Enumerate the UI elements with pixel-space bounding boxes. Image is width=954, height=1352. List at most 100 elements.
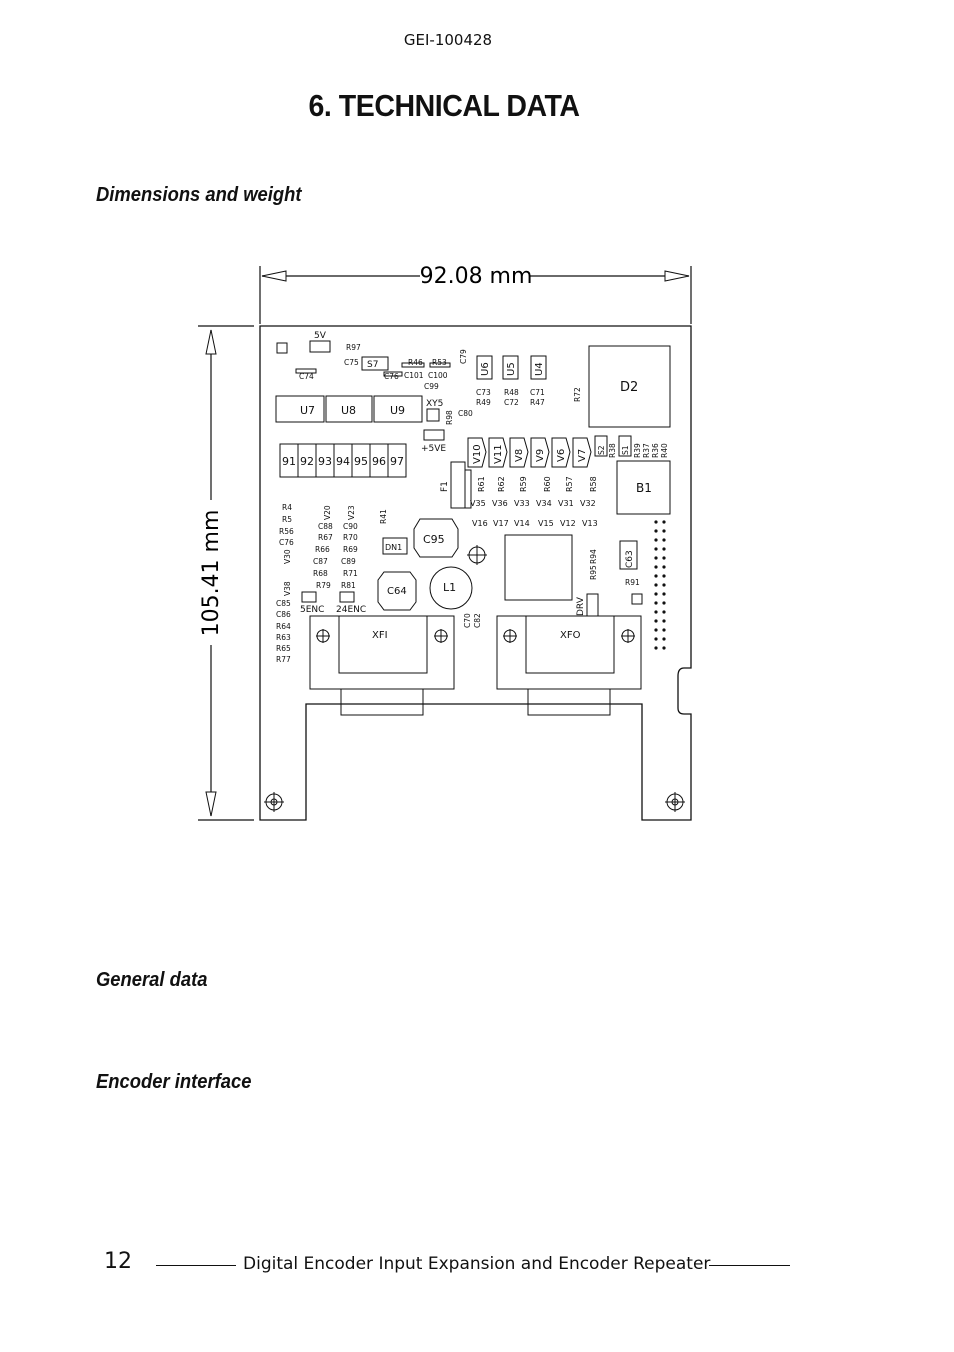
component-label: C85 [276, 599, 291, 608]
component-label: R95 [589, 565, 598, 580]
document-id: GEI-100428 [403, 31, 493, 49]
u4-label: U4 [534, 362, 545, 376]
page-title: 6. TECHNICAL DATA [308, 88, 580, 123]
arrow-up-icon [205, 329, 217, 355]
component-label: C74 [299, 372, 314, 381]
component-label: R48 [504, 388, 519, 397]
component-label: C86 [276, 610, 291, 619]
row-label: 93 [318, 455, 332, 468]
component-label: R39 [633, 443, 642, 458]
footer-title: Digital Encoder Input Expansion and Enco… [243, 1254, 711, 1274]
component-label: R77 [276, 655, 291, 664]
component-label: V31 [558, 499, 574, 508]
component-label: V23 [347, 505, 356, 520]
5enc-label: 5ENC [300, 605, 324, 615]
component-label: C101 [404, 371, 424, 380]
resistor-array [279, 443, 407, 478]
component-label: R69 [343, 545, 358, 554]
component-label: V17 [493, 519, 509, 528]
row-label: 95 [354, 455, 368, 468]
u5-chip [502, 355, 519, 380]
section-heading-general: General data [96, 969, 208, 991]
component-label: C76 [279, 538, 294, 547]
24enc-jumper [339, 591, 355, 603]
component-label: R67 [318, 533, 333, 542]
component-label: R79 [316, 581, 331, 590]
component-label: R41 [379, 509, 388, 524]
component-label: C87 [313, 557, 328, 566]
component-label: R61 [477, 476, 486, 492]
component-label: R56 [279, 527, 294, 536]
footer-rule-left [156, 1265, 236, 1266]
component-label: R71 [343, 569, 358, 578]
component-label: R70 [343, 533, 358, 542]
component-label: R60 [543, 476, 552, 492]
component-label: V15 [538, 519, 554, 528]
page-number: 12 [104, 1249, 132, 1274]
u9-chip [373, 395, 423, 423]
component-label: R46 [408, 358, 423, 367]
component-label: R38 [608, 443, 617, 458]
drv-label: DRV [576, 596, 586, 616]
u7-chip [275, 395, 325, 423]
s1-switch [618, 435, 632, 457]
arrow-down-icon [205, 791, 217, 817]
u8-label: U8 [341, 404, 356, 417]
component-label: V38 [283, 581, 292, 596]
v10-diode [467, 437, 487, 468]
component-label: V34 [536, 499, 552, 508]
row-label: 96 [372, 455, 386, 468]
main-ic [504, 534, 573, 601]
component-label: R57 [565, 476, 574, 492]
row-label: 92 [300, 455, 314, 468]
v7-diode [572, 437, 592, 468]
section-heading-dimensions: Dimensions and weight [96, 184, 302, 206]
c63-capacitor [619, 540, 638, 570]
component-label: C75 [344, 358, 359, 367]
component-label: V33 [514, 499, 530, 508]
xfi-label: XFI [372, 630, 388, 641]
component-label: C70 [463, 613, 472, 628]
u5-label: U5 [506, 362, 517, 376]
plus5ve-jumper [423, 429, 445, 441]
v7-label: V7 [577, 449, 588, 462]
5v-label: 5V [314, 331, 327, 341]
r91-pad [631, 593, 643, 605]
component-label: R63 [276, 633, 291, 642]
component-label: V32 [580, 499, 596, 508]
v11-diode [488, 437, 508, 468]
component-label: C79 [459, 349, 468, 364]
u4-chip [530, 355, 547, 380]
component-label: C100 [428, 371, 448, 380]
height-label: 105.41 mm [199, 510, 224, 637]
xy5-pad [426, 408, 440, 422]
c64-capacitor [377, 571, 417, 611]
arrow-left-icon [261, 270, 287, 282]
dn1-label: DN1 [385, 543, 402, 552]
component-label: R4 [282, 503, 292, 512]
v8-diode [509, 437, 529, 468]
board-outline [259, 325, 692, 821]
width-label: 92.08 mm [420, 264, 533, 289]
component-label: R68 [313, 569, 328, 578]
component-label: R81 [341, 581, 356, 590]
u6-chip [476, 355, 493, 380]
v6-diode [551, 437, 571, 468]
component-label: C73 [476, 388, 491, 397]
component-label: V35 [470, 499, 486, 508]
component-label: R49 [476, 398, 491, 407]
drv-jumper [586, 593, 599, 617]
arrow-right-icon [664, 270, 690, 282]
component-label: C88 [318, 522, 333, 531]
section-heading-encoder: Encoder interface [96, 1071, 252, 1093]
component-label: R66 [315, 545, 330, 554]
component-label: R72 [573, 387, 582, 402]
f1-fuse [450, 461, 466, 509]
v8-label: V8 [514, 449, 525, 462]
v11-label: V11 [493, 444, 504, 464]
component-label: R59 [519, 476, 528, 492]
test-point [276, 342, 288, 354]
v10-label: V10 [472, 444, 483, 464]
component-label: C89 [341, 557, 356, 566]
